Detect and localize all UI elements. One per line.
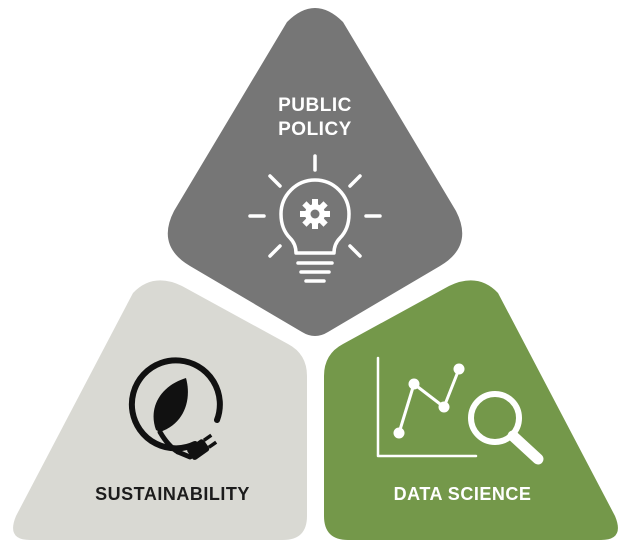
public-policy-label-line2: POLICY	[278, 119, 352, 140]
public-policy-label: PUBLIC POLICY	[230, 94, 400, 142]
data-science-label: DATA SCIENCE	[393, 484, 532, 504]
chart-magnifier-icon	[376, 356, 544, 465]
public-policy-segment	[167, 8, 463, 336]
sustainability-label: SUSTAINABILITY	[95, 484, 250, 504]
leaf-plug-icon	[128, 357, 223, 460]
public-policy-label-line1: PUBLIC	[278, 95, 352, 116]
lightbulb-gear-icon	[248, 154, 382, 283]
